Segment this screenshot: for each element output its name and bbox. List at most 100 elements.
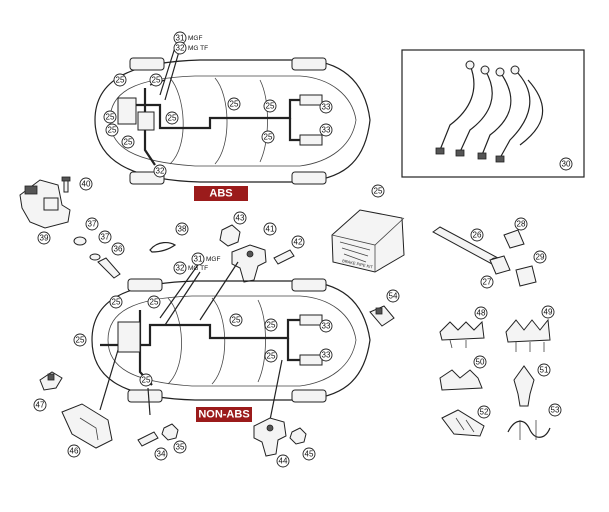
callout-27: 27 <box>480 275 494 289</box>
clip-51 <box>513 365 535 407</box>
callout-33a: 33 <box>319 100 333 114</box>
callout-48: 48 <box>474 306 488 320</box>
callout-30: 30 <box>559 157 573 171</box>
sensor-54 <box>369 305 395 327</box>
banner-non-abs: NON-ABS <box>196 407 252 422</box>
clip-53 <box>507 420 551 440</box>
callout-54: 54 <box>386 289 400 303</box>
tee-44 <box>253 417 287 457</box>
svg-text:29: 29 <box>536 253 545 262</box>
callout-25d: 25 <box>105 123 119 137</box>
clip-38 <box>149 242 177 253</box>
nut-27 <box>489 255 511 275</box>
callout-25h: 25 <box>263 99 277 113</box>
svg-text:25: 25 <box>124 138 133 147</box>
svg-text:25: 25 <box>112 298 121 307</box>
svg-text:49: 49 <box>544 308 553 317</box>
clip-48 <box>439 320 485 349</box>
svg-text:48: 48 <box>477 309 486 318</box>
callout-32c: 32 <box>173 261 187 275</box>
svg-text:32: 32 <box>176 264 185 273</box>
svg-text:ABS: ABS <box>209 188 232 200</box>
svg-text:52: 52 <box>480 408 489 417</box>
label-mgtf-top: MG TF <box>188 45 208 52</box>
callout-25n: 25 <box>139 373 153 387</box>
pipe-26 <box>432 226 500 265</box>
callout-31b: 31 <box>191 252 205 266</box>
callout-38: 38 <box>175 222 189 236</box>
callout-32a: 32 <box>173 41 187 55</box>
svg-text:31: 31 <box>176 34 185 43</box>
svg-text:54: 54 <box>389 292 398 301</box>
svg-text:50: 50 <box>476 358 485 367</box>
svg-text:39: 39 <box>40 234 49 243</box>
clip-49 <box>505 318 551 352</box>
svg-text:42: 42 <box>294 238 303 247</box>
callout-33d: 33 <box>319 348 333 362</box>
callout-44: 44 <box>276 454 290 468</box>
svg-text:45: 45 <box>305 450 314 459</box>
clip-52 <box>441 409 485 437</box>
svg-text:32: 32 <box>176 44 185 53</box>
label-mgtf-mid: MG TF <box>188 265 208 272</box>
callout-50: 50 <box>473 355 487 369</box>
callout-33b: 33 <box>319 123 333 137</box>
svg-text:43: 43 <box>236 214 245 223</box>
bolt-36 <box>97 257 121 279</box>
svg-text:25: 25 <box>150 298 159 307</box>
callout-25m2: 25 <box>264 349 278 363</box>
svg-text:35: 35 <box>176 443 185 452</box>
banner-abs: ABS <box>194 186 248 201</box>
svg-text:25: 25 <box>116 76 125 85</box>
svg-text:31: 31 <box>194 255 203 264</box>
callout-25l: 25 <box>229 313 243 327</box>
nut-43 <box>219 224 241 247</box>
callout-52: 52 <box>477 405 491 419</box>
svg-text:44: 44 <box>279 457 288 466</box>
callout-42: 42 <box>291 235 305 249</box>
union-28 <box>503 229 525 249</box>
svg-text:25: 25 <box>142 376 151 385</box>
svg-text:25: 25 <box>264 133 273 142</box>
callout-25j: 25 <box>147 295 161 309</box>
callout-53: 53 <box>548 403 562 417</box>
svg-text:25: 25 <box>108 126 117 135</box>
car-bottom-non-abs <box>91 261 371 421</box>
washer-37 <box>73 236 101 261</box>
callout-32b: 32 <box>153 164 167 178</box>
callout-33c: 33 <box>319 319 333 333</box>
callout-40: 40 <box>79 177 93 191</box>
kit-box-label: BRAKE PIPE KIT <box>342 258 374 269</box>
label-mgf-top: MGF <box>188 35 202 42</box>
callout-25k: 25 <box>73 333 87 347</box>
callout-25h2: 25 <box>261 130 275 144</box>
bolt-42 <box>273 249 295 265</box>
callout-34: 34 <box>154 447 168 461</box>
svg-text:32: 32 <box>156 167 165 176</box>
svg-text:27: 27 <box>483 278 492 287</box>
callout-39: 39 <box>37 231 51 245</box>
callout-25f: 25 <box>165 111 179 125</box>
callout-37: 37 <box>85 217 99 231</box>
svg-text:53: 53 <box>551 406 560 415</box>
label-mgf-mid: MGF <box>206 256 220 263</box>
sensor-47 <box>39 371 63 391</box>
callout-25c: 25 <box>103 110 117 124</box>
clip-50 <box>439 369 483 391</box>
callout-49: 49 <box>541 305 555 319</box>
svg-text:33: 33 <box>322 103 331 112</box>
callout-43: 43 <box>233 211 247 225</box>
car-top-abs <box>94 37 371 185</box>
svg-text:25: 25 <box>230 100 239 109</box>
adapter-29 <box>515 265 537 287</box>
bolt-34 <box>137 431 159 447</box>
callout-37b: 37 <box>98 230 112 244</box>
svg-text:25: 25 <box>152 76 161 85</box>
svg-text:25: 25 <box>232 316 241 325</box>
callout-25i: 25 <box>109 295 123 309</box>
svg-text:26: 26 <box>473 231 482 240</box>
svg-text:33: 33 <box>322 322 331 331</box>
svg-text:33: 33 <box>322 126 331 135</box>
nut-35 <box>161 423 179 441</box>
